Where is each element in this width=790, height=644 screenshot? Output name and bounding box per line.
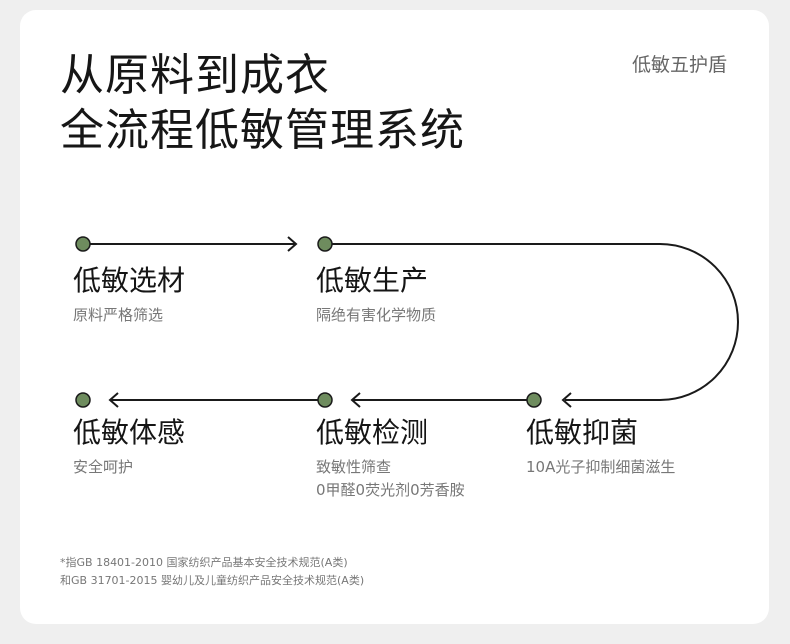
- step-material-selection: 低敏选材 原料严格筛选: [73, 264, 185, 327]
- step-title: 低敏选材: [73, 264, 186, 297]
- step-node-4: [317, 392, 333, 408]
- step-title: 低敏检测: [316, 416, 429, 449]
- arrow-left-icon: [350, 392, 361, 408]
- footnote-line-2: 和GB 31701-2015 婴幼儿及儿童纺织产品安全技术规范(A类): [60, 574, 365, 587]
- info-card: 从原料到成衣 全流程低敏管理系统 低敏五护盾 低敏选材 原料严格筛选 低敏生产 …: [20, 10, 769, 624]
- step-title: 低敏生产: [316, 264, 429, 297]
- arrow-left-icon: [108, 392, 119, 408]
- step-node-3: [526, 392, 542, 408]
- title-line-1: 从原料到成衣: [60, 50, 330, 101]
- standards-footnote: *指GB 18401-2010 国家纺织产品基本安全技术规范(A类) 和GB 3…: [60, 554, 364, 590]
- page-title: 从原料到成衣 全流程低敏管理系统: [60, 48, 465, 158]
- step-title: 低敏抑菌: [526, 416, 639, 449]
- arrow-left-icon: [561, 392, 572, 408]
- step-description-line: 安全呵护: [73, 458, 134, 476]
- step-node-5: [75, 392, 91, 408]
- step-testing: 低敏检测 致敏性筛查 0甲醛0荧光剂0芳香胺: [316, 416, 465, 502]
- step-description-line: 原料严格筛选: [73, 306, 164, 324]
- step-description: 隔绝有害化学物质: [316, 304, 436, 327]
- step-antibacterial: 低敏抑菌 10A光子抑制细菌滋生: [526, 416, 675, 479]
- step-description-line: 10A光子抑制细菌滋生: [526, 458, 676, 476]
- step-node-2: [317, 236, 333, 252]
- arrow-right-icon: [287, 236, 298, 252]
- step-node-1: [75, 236, 91, 252]
- footnote-line-1: *指GB 18401-2010 国家纺织产品基本安全技术规范(A类): [60, 556, 348, 569]
- step-description: 致敏性筛查 0甲醛0荧光剂0芳香胺: [316, 456, 465, 502]
- step-description: 10A光子抑制细菌滋生: [526, 456, 675, 479]
- step-production: 低敏生产 隔绝有害化学物质: [316, 264, 436, 327]
- connector-2-3: [325, 243, 739, 401]
- step-description-line: 隔绝有害化学物质: [316, 306, 437, 324]
- step-description-line: 致敏性筛查: [316, 458, 392, 476]
- title-line-2: 全流程低敏管理系统: [60, 105, 465, 156]
- shield-badge: 低敏五护盾: [631, 54, 727, 76]
- step-body-feel: 低敏体感 安全呵护: [73, 416, 185, 479]
- step-description: 原料严格筛选: [73, 304, 185, 327]
- step-description: 安全呵护: [73, 456, 185, 479]
- step-description-line: 0甲醛0荧光剂0芳香胺: [316, 481, 465, 499]
- process-flow-diagram: [75, 236, 739, 408]
- step-title: 低敏体感: [73, 416, 186, 449]
